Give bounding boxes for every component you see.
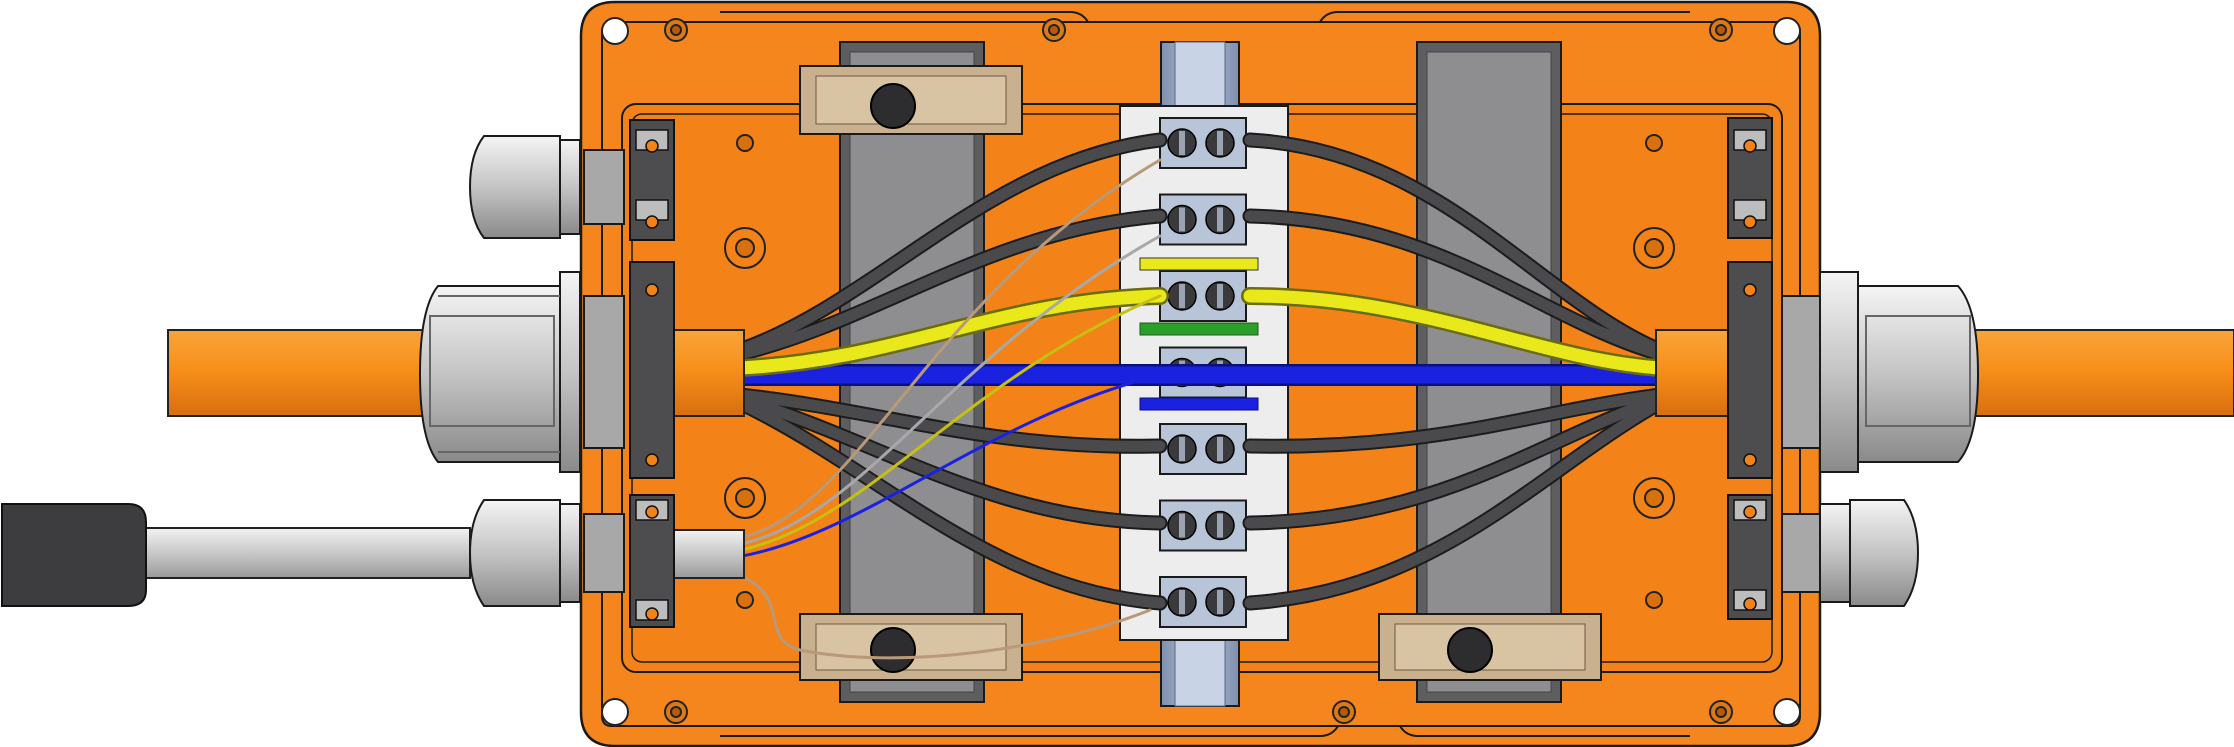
separator-yellow bbox=[1139, 257, 1259, 271]
clamp-pad-top-left bbox=[799, 65, 1023, 135]
gland-right-main bbox=[1781, 271, 1980, 473]
strain-relief-clamp-icon bbox=[629, 117, 1773, 628]
terminal-clamp bbox=[1159, 117, 1247, 169]
terminal-clamp bbox=[1159, 270, 1247, 322]
terminal-clamp bbox=[1159, 576, 1247, 628]
right-main-cable bbox=[1967, 329, 2234, 417]
clamp-pad-bottom-right bbox=[1378, 613, 1602, 681]
clamp-pads bbox=[799, 65, 1602, 681]
terminal-clamp bbox=[1159, 193, 1247, 246]
gland-right-bottom bbox=[1781, 499, 1920, 607]
wires bbox=[728, 132, 1671, 660]
cable-end-cap bbox=[1, 503, 147, 607]
terminal-clamp bbox=[1159, 499, 1247, 552]
mounting-hole-icon bbox=[1773, 698, 1801, 726]
clamp-pad-bottom-left bbox=[799, 613, 1023, 681]
mounting-hole-icon bbox=[601, 17, 629, 45]
separator-green bbox=[1139, 322, 1259, 336]
small-signal-cable bbox=[1, 503, 471, 607]
gland-left-main bbox=[418, 271, 625, 473]
left-main-cable bbox=[167, 329, 459, 417]
mounting-hole-icon bbox=[1773, 17, 1801, 45]
cable-gland-icon bbox=[418, 135, 1980, 607]
mounting-hole-icon bbox=[601, 698, 629, 726]
corner-screws bbox=[601, 17, 1801, 726]
gland-left-bottom bbox=[468, 499, 625, 607]
gland-left-top bbox=[468, 135, 625, 239]
terminal-clamp bbox=[1159, 423, 1247, 475]
separator-blue bbox=[1139, 397, 1259, 411]
